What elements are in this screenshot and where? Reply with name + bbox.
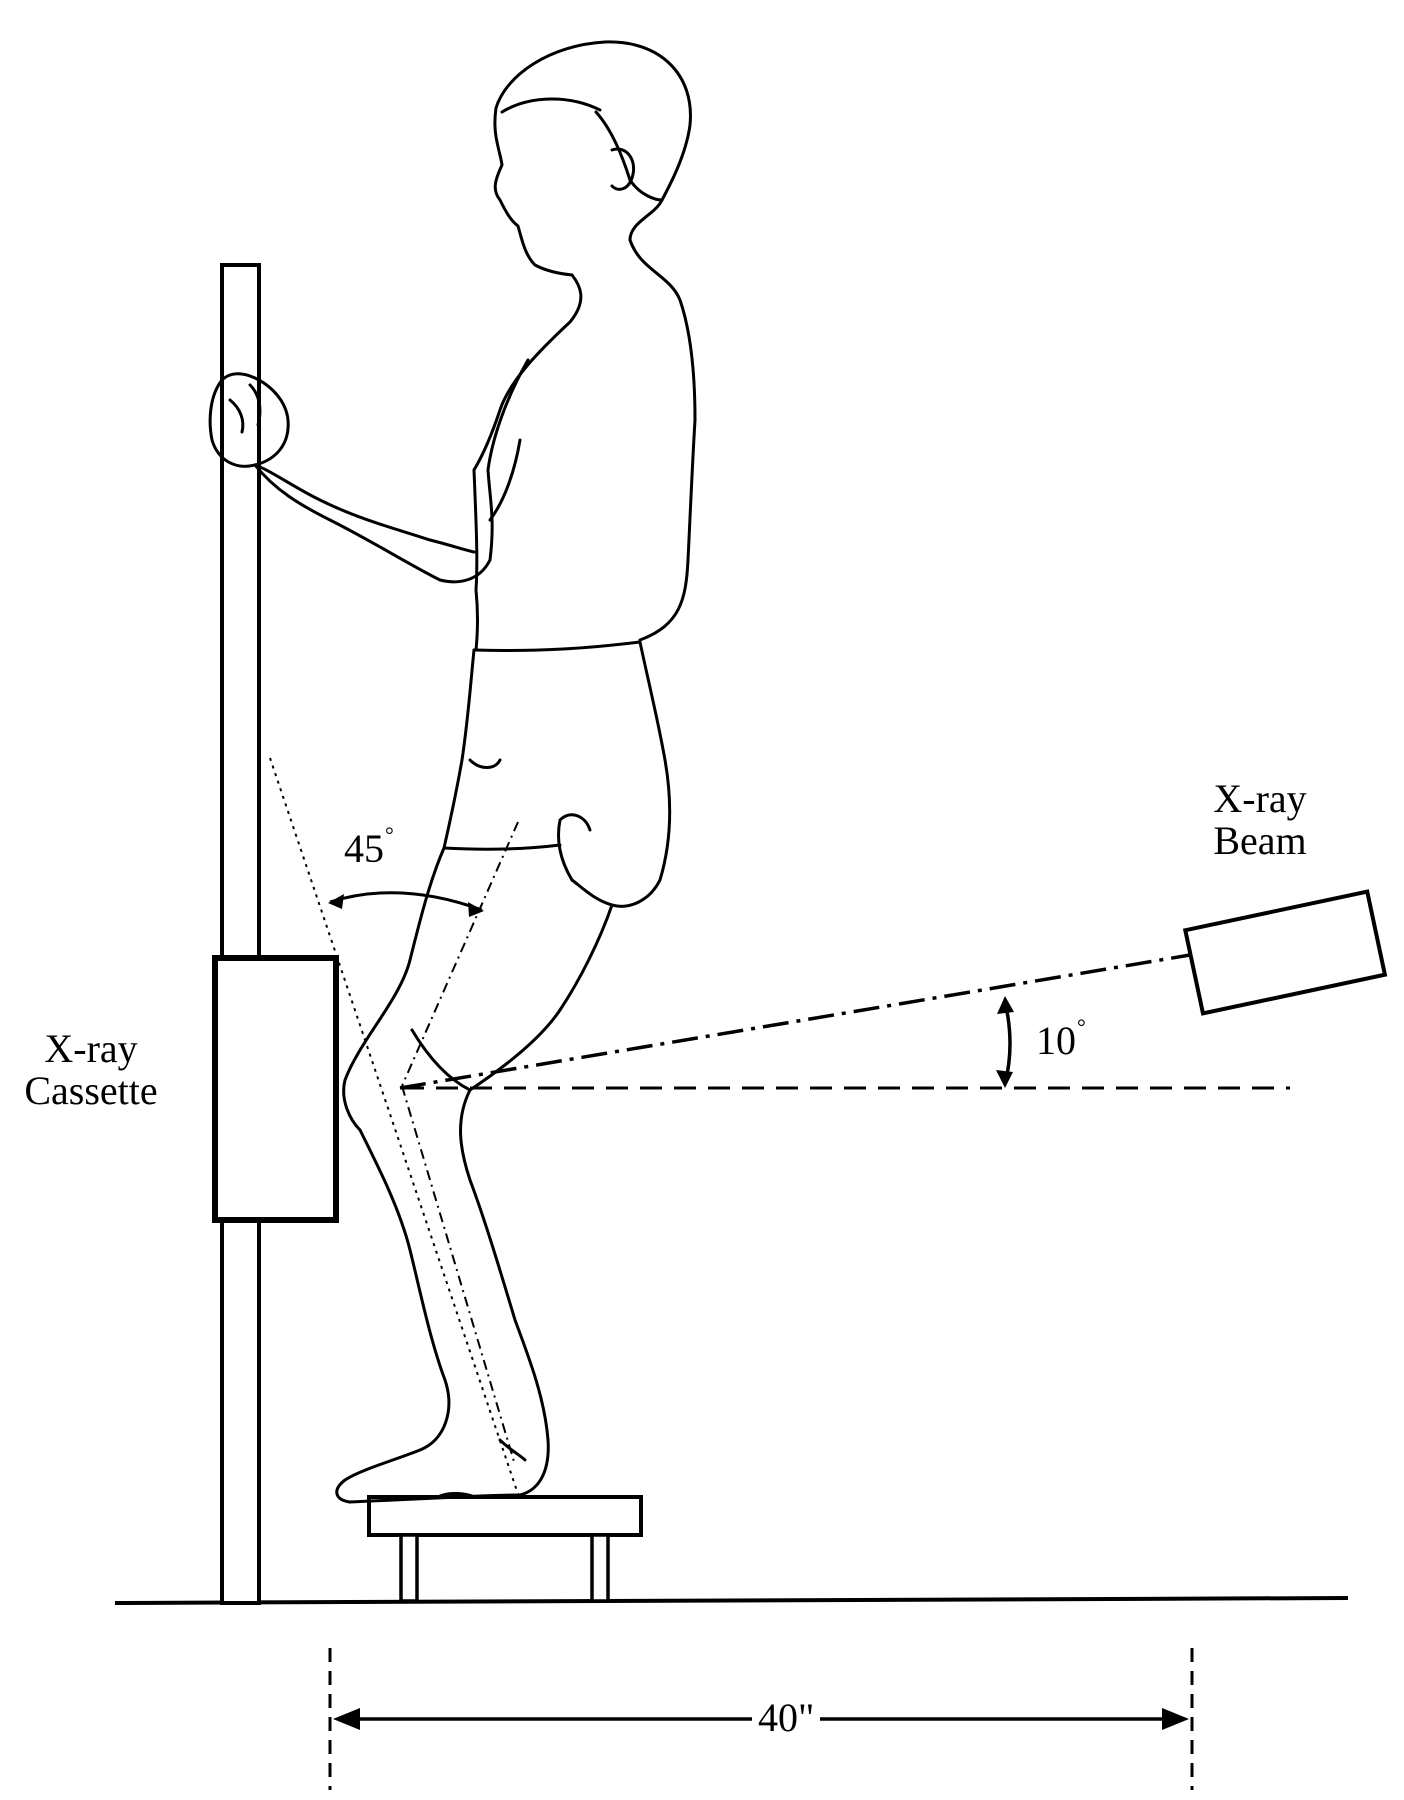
- knee-angle-label: 45°: [344, 814, 394, 870]
- cassette-label-line2: Cassette: [24, 1068, 158, 1113]
- floor-line: [114, 1596, 1349, 1605]
- distance-label: 40": [752, 1697, 821, 1739]
- beam-label: X-ray Beam: [1185, 778, 1335, 862]
- beam-angle-label: 10°: [1036, 1006, 1086, 1062]
- beam-center-line: [399, 953, 1191, 1090]
- tibia-axis-line: [401, 1085, 516, 1466]
- vertical-reference-line: [269, 757, 521, 1501]
- beam-label-line2: Beam: [1213, 818, 1307, 863]
- beam-angle-arrow: [996, 996, 1014, 1088]
- patient-figure: [208, 40, 697, 1504]
- support-pole: [220, 263, 261, 1605]
- step-stool: [367, 1495, 643, 1603]
- cassette-label-line1: X-ray: [44, 1026, 138, 1071]
- cassette-label: X-ray Cassette: [6, 1028, 176, 1112]
- femur-axis-line: [401, 821, 519, 1087]
- knee-angle-arc: [328, 891, 484, 917]
- beam-angle-degree: °: [1077, 1014, 1086, 1039]
- knee-angle-degree: °: [385, 822, 394, 847]
- xray-cassette: [212, 955, 339, 1223]
- xray-tube: [1182, 889, 1388, 1016]
- beam-label-line1: X-ray: [1213, 776, 1307, 821]
- knee-angle-value: 45: [344, 826, 384, 871]
- beam-angle-value: 10: [1036, 1018, 1076, 1063]
